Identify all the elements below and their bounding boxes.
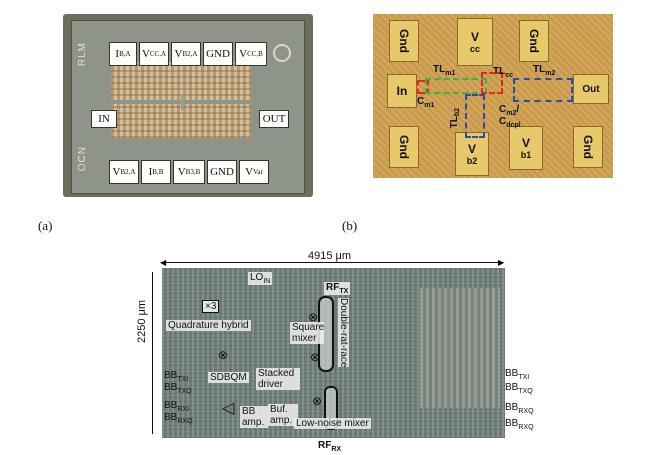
width-dimension: 4915 μm <box>306 250 354 262</box>
c-m1-label: Cm1 <box>417 96 435 109</box>
low-noise-mixer-label: Low-noise mixer <box>294 418 371 429</box>
gnd-pad-2: Gnd <box>519 20 549 62</box>
signal-trace-vertical <box>181 94 184 110</box>
digital-block <box>420 288 500 408</box>
height-dimension-line <box>152 272 153 434</box>
buf-amp-label: Buf. amp. <box>268 404 298 426</box>
out-pad: Out <box>573 74 609 104</box>
tl-m1-box <box>425 78 487 94</box>
c-m2-box <box>485 94 503 112</box>
gnd-pad-1: Gnd <box>389 20 419 62</box>
tl-m1-label: TLm1 <box>433 64 456 77</box>
pad-bottom-gnd: GND <box>207 160 237 184</box>
tl-b2-label: TLb2 <box>449 108 461 129</box>
c-dcpl-label: Cdcpl <box>499 116 521 129</box>
side-label-bottom: OCN <box>77 146 88 172</box>
pad-out: OUT <box>259 110 289 128</box>
rf-rx-label: RFRX <box>318 440 342 453</box>
mixer-icon-3: ⊗ <box>312 394 323 408</box>
bb-right-2: BBTXQ <box>505 382 533 395</box>
square-mixer-label: Square mixer <box>290 322 325 344</box>
quadrature-hybrid-label: Quadrature hybrid <box>166 320 251 331</box>
panel-label-b: (b) <box>342 218 358 233</box>
gnd-pad-4: Gnd <box>573 126 603 168</box>
tl-cc-label: TLcc <box>493 66 514 79</box>
pad-in: IN <box>91 110 117 128</box>
bb-left-3: BBRXI <box>164 400 190 413</box>
logo-mark <box>273 44 291 62</box>
mixer-icon-4: ⊗ <box>218 348 229 362</box>
c-m2-label: Cm2/ <box>499 104 520 117</box>
bb-right-1: BBTXI <box>505 368 530 381</box>
rf-tx-label: RFTX <box>324 282 351 295</box>
stacked-driver-label: Stacked driver <box>256 368 300 390</box>
mixer-icon-1: ⊗ <box>308 310 319 324</box>
side-label-top: RLM <box>77 42 88 67</box>
bb-left-2: BBTXQ <box>164 382 192 395</box>
lo-in-label: LOIN <box>248 272 273 285</box>
arrow-right-icon: ▶ <box>498 258 505 267</box>
bb-left-4: BBRXQ <box>164 412 193 425</box>
in-pad: In <box>387 74 417 108</box>
amp-triangle-icon: ◁ <box>222 400 235 417</box>
multiplier-label: ×3 <box>202 300 220 313</box>
c-m1-box <box>417 80 429 94</box>
mixer-icon-2: ⊗ <box>310 350 321 364</box>
width-dimension-line <box>166 262 503 263</box>
sdbqm-label: SDBQM <box>208 372 249 383</box>
double-rat-race-label: Double-rat-race <box>338 298 349 368</box>
bb-right-3: BBRXQ <box>505 402 534 415</box>
height-dimension: 2250 μm <box>136 297 148 345</box>
bb-amp-label: BB amp. <box>240 406 268 428</box>
tl-m2-label: TLm2 <box>533 64 556 77</box>
tl-cc-box <box>481 72 503 94</box>
pad-top-gnd: GND <box>203 42 233 66</box>
bb-left-1: BBTXI <box>164 370 189 383</box>
gnd-pad-3: Gnd <box>389 126 419 168</box>
tl-m2-box <box>513 78 573 102</box>
panel-label-a: (a) <box>38 218 53 233</box>
arrow-left-icon: ◀ <box>160 258 167 267</box>
tl-b2-box <box>465 94 485 138</box>
chip-photo-c: LOIN RFTX ×3 Quadrature hybrid Square mi… <box>162 268 505 438</box>
bb-right-4: BBRXQ <box>505 418 534 431</box>
